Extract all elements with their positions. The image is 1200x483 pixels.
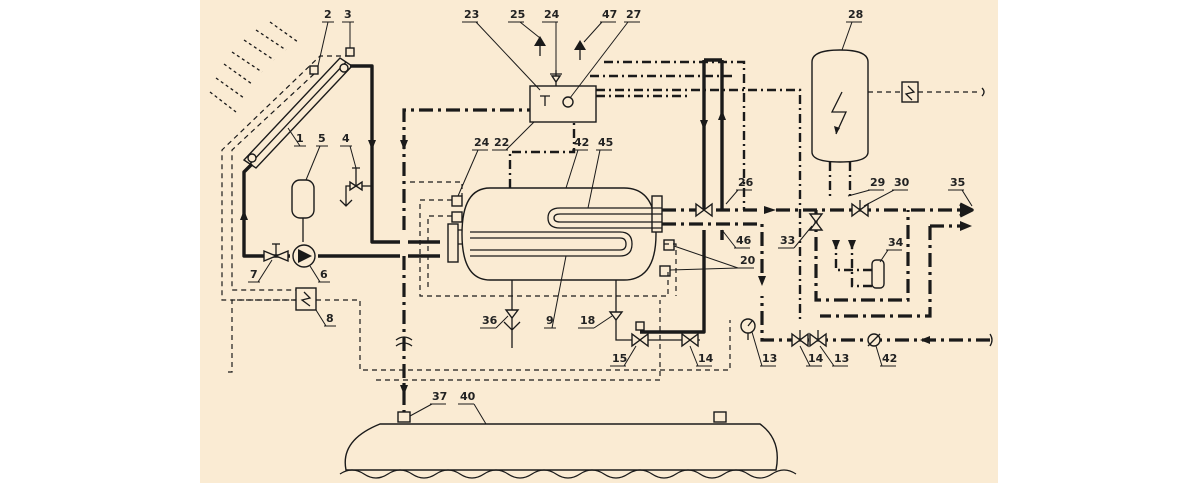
callout-14: 14 — [808, 352, 824, 365]
warning-light-icon — [534, 36, 546, 46]
valve-icon-4 — [809, 330, 827, 348]
callout-9: 8 — [326, 312, 334, 325]
callout-26: 25 — [510, 8, 525, 21]
storage-tank-icon — [447, 187, 663, 281]
electric-heater-icon — [811, 49, 985, 200]
tank-sensor-4 — [659, 265, 671, 277]
callout-13: 13 — [834, 352, 849, 365]
pump-icon — [292, 244, 316, 268]
valve-icon-5 — [808, 213, 824, 231]
valve-icon-7 — [695, 202, 713, 218]
callout-3: 3 — [344, 8, 352, 21]
callout-8: 5 — [318, 132, 326, 145]
callout-20: 18 — [580, 314, 595, 327]
callout-47: 47 — [602, 8, 617, 21]
callout-37: 40 — [460, 390, 476, 403]
callout-labels: 2 3 1 5 4 7 6 8 23 25 24 47 27 28 22 24 … — [248, 8, 973, 425]
valve-icon-2 — [867, 333, 881, 347]
warning-light-icon-2 — [574, 40, 586, 50]
tank-sensor-3 — [663, 239, 675, 251]
callout-6: 6 — [320, 268, 328, 281]
callout-27: 26 — [738, 176, 754, 189]
valve-icon-6 — [851, 200, 869, 218]
tank-sensor — [451, 195, 463, 207]
callout-29: 28 — [848, 8, 863, 21]
sun-rays-icon — [209, 21, 299, 113]
valve-icon — [263, 243, 289, 263]
collector-sensor-2 — [309, 65, 319, 75]
callout-41: 45 — [598, 136, 613, 149]
collector-sensor — [345, 47, 355, 57]
callout-1: 1 — [296, 132, 304, 145]
callout-31: 30 — [894, 176, 910, 189]
drain-icon — [503, 280, 521, 348]
underground-tank-icon — [339, 411, 797, 479]
callout-33: 34 — [888, 236, 904, 249]
distributor — [832, 240, 885, 289]
valve-icon-3 — [791, 330, 809, 348]
callout-46: 46 — [736, 234, 752, 247]
callout-22: 20 — [740, 254, 756, 267]
pressure-gauge-icon — [740, 318, 756, 340]
callout-15: 13 — [762, 352, 777, 365]
callout-5: 9 — [546, 314, 554, 327]
safety-valve-icon — [339, 167, 372, 207]
callout-40: 42 — [574, 136, 589, 149]
tank-sensor-2 — [451, 211, 463, 223]
callout-18: 14 — [698, 352, 714, 365]
callout-35: 36 — [482, 314, 498, 327]
callout-42: 42 — [882, 352, 897, 365]
expansion-vessel — [291, 179, 315, 242]
control-unit — [529, 70, 597, 123]
callout-34: 35 — [950, 176, 965, 189]
callout-30: 29 — [870, 176, 885, 189]
callout-28: 27 — [626, 8, 641, 21]
callout-36: 37 — [432, 390, 447, 403]
callout-25: 24 — [544, 8, 560, 21]
callout-7: 7 — [250, 268, 258, 281]
callout-19: 15 — [612, 352, 627, 365]
callout-24: 23 — [464, 8, 479, 21]
callout-4: 4 — [342, 132, 350, 145]
electric-controller-icon — [228, 287, 731, 373]
callout-24b: 24 — [474, 136, 490, 149]
callout-32: 33 — [780, 234, 795, 247]
valve-icon-8 — [631, 321, 649, 348]
valve-icon-9 — [681, 332, 699, 348]
callout-2: 2 — [324, 8, 332, 21]
callout-23: 22 — [494, 136, 509, 149]
